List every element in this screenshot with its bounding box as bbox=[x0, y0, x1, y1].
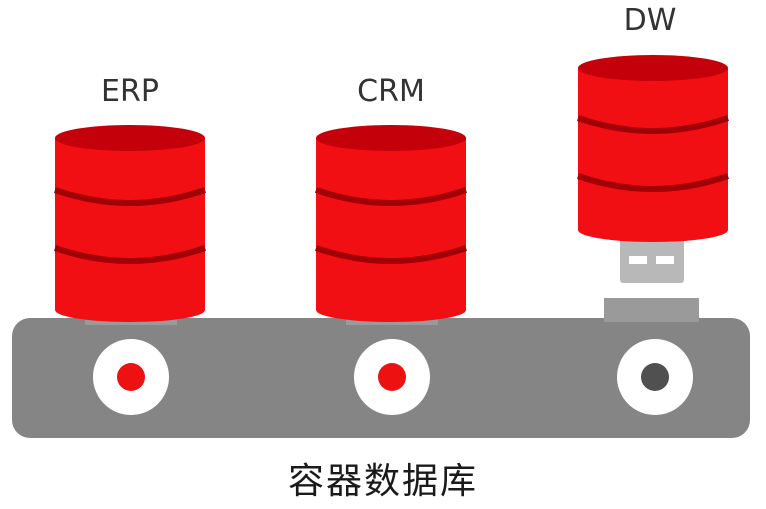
plug-connector bbox=[620, 238, 684, 283]
database-label: DW bbox=[624, 3, 677, 38]
port-indicator-inactive bbox=[641, 363, 669, 391]
database-dw: DW bbox=[577, 3, 729, 283]
port-indicator-active bbox=[117, 363, 145, 391]
diagram-caption: 容器数据库 bbox=[287, 461, 478, 502]
port-indicator-active bbox=[378, 363, 406, 391]
port-erp bbox=[93, 339, 169, 415]
port-crm bbox=[354, 339, 430, 415]
database-label: CRM bbox=[357, 74, 425, 109]
database-erp: ERP bbox=[54, 74, 206, 322]
port-dw bbox=[617, 339, 693, 415]
socket-dw bbox=[604, 298, 699, 322]
database-label: ERP bbox=[101, 74, 159, 109]
database-crm: CRM bbox=[315, 74, 467, 322]
